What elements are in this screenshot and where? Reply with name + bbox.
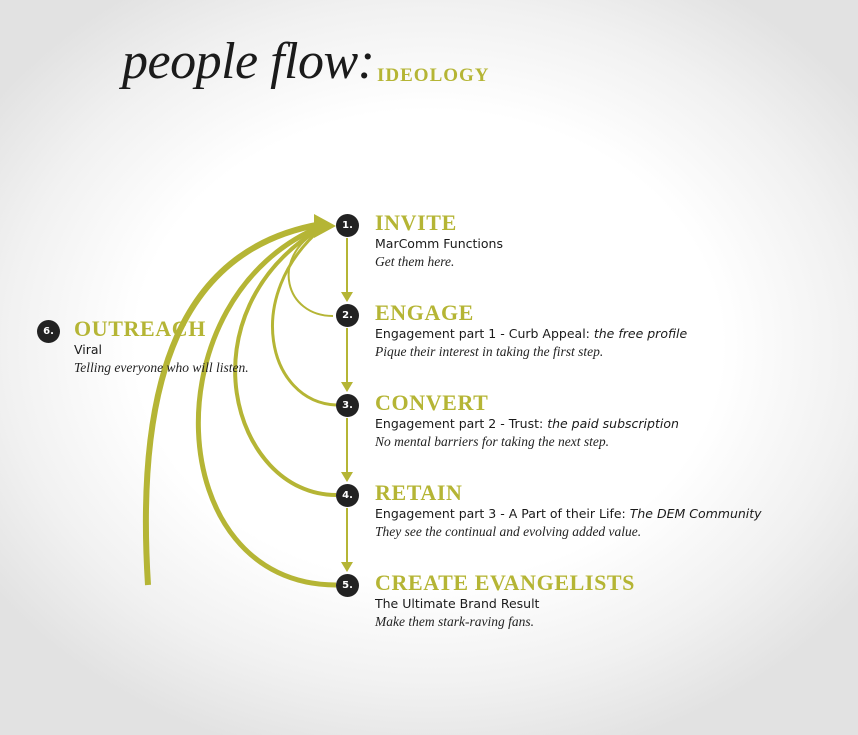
page-title: people flow: xyxy=(122,33,375,90)
arrowhead-5 xyxy=(341,562,353,572)
loop-convert xyxy=(271,226,337,407)
arrowhead-invite xyxy=(314,214,336,238)
step-description: They see the continual and evolving adde… xyxy=(375,524,642,539)
step-description: Pique their interest in taking the first… xyxy=(375,344,604,359)
step-2-badge: 2. xyxy=(336,304,359,327)
step-4-badge: 4. xyxy=(336,484,359,507)
loop-engage xyxy=(287,230,334,317)
step-description: Get them here. xyxy=(375,254,455,269)
step-3-badge: 3. xyxy=(336,394,359,417)
step-title: RETAIN xyxy=(375,480,463,505)
step-description: Telling everyone who will listen. xyxy=(74,360,249,375)
step-subtitle: Engagement part 3 - A Part of their Life… xyxy=(375,506,762,521)
step-title: CREATE EVANGELISTS xyxy=(375,570,636,595)
step-engage: ENGAGE Engagement part 1 - Curb Appeal: … xyxy=(375,302,687,361)
page-subtitle: IDEOLOGY xyxy=(377,65,490,86)
step-description: No mental barriers for taking the next s… xyxy=(375,434,609,449)
step-create-evangelists: CREATE EVANGELISTS The Ultimate Brand Re… xyxy=(375,572,635,631)
step-title: OUTREACH xyxy=(74,316,206,341)
step-subtitle: The Ultimate Brand Result xyxy=(375,596,540,611)
loop-retain xyxy=(233,225,337,497)
step-retain: RETAIN Engagement part 3 - A Part of the… xyxy=(375,482,762,541)
arrowhead-3 xyxy=(341,382,353,392)
step-title: INVITE xyxy=(375,210,457,235)
step-description: Make them stark-raving fans. xyxy=(375,614,534,629)
arrowhead-4 xyxy=(341,472,353,482)
step-outreach: OUTREACH Viral Telling everyone who will… xyxy=(74,318,249,377)
step-subtitle: Viral xyxy=(74,342,103,357)
step-convert: CONVERT Engagement part 2 - Trust: the p… xyxy=(375,392,679,451)
step-5-badge: 5. xyxy=(336,574,359,597)
arrowhead-2 xyxy=(341,292,353,302)
step-title: CONVERT xyxy=(375,390,489,415)
step-subtitle: Engagement part 2 - Trust: the paid subs… xyxy=(375,416,679,431)
step-6-badge: 6. xyxy=(37,320,60,343)
step-1-badge: 1. xyxy=(336,214,359,237)
step-subtitle: Engagement part 1 - Curb Appeal: the fre… xyxy=(375,326,688,341)
step-subtitle: MarComm Functions xyxy=(375,236,503,251)
loop-outreach xyxy=(142,221,323,586)
step-title: ENGAGE xyxy=(375,300,474,325)
step-invite: INVITE MarComm Functions Get them here. xyxy=(375,212,503,271)
loop-evangelists xyxy=(196,223,337,588)
